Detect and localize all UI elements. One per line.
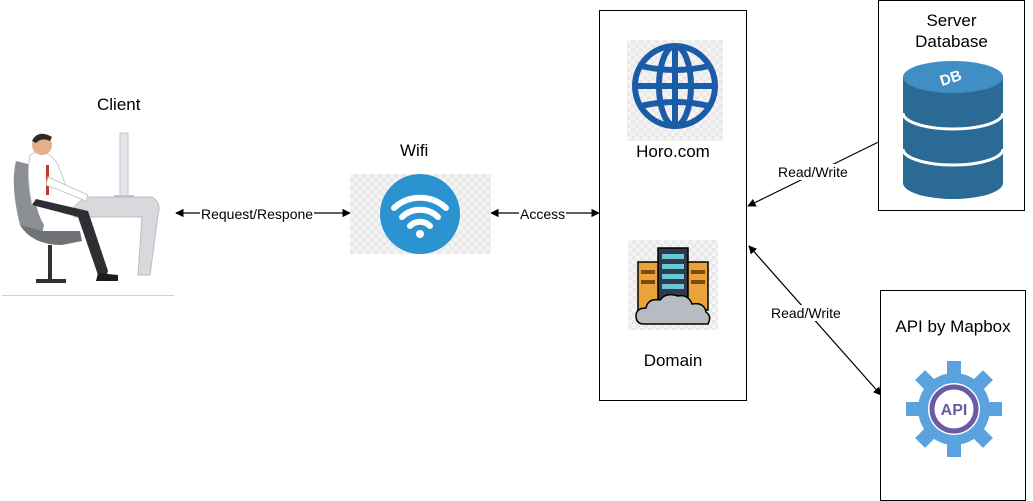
wifi-icon-tile: [350, 174, 491, 254]
domain-label: Domain: [643, 351, 703, 370]
server-rack-icon-tile: [628, 240, 718, 330]
database-icon: DB: [901, 61, 1005, 199]
edge-label-access: Access: [519, 206, 567, 222]
wifi-icon: [380, 174, 460, 254]
globe-icon-tile: [627, 40, 723, 141]
edge-label-request-response: Request/Respone: [200, 206, 315, 222]
client-illustration: [2, 125, 174, 303]
database-box: Server Database DB: [878, 0, 1025, 211]
site-label: Horo.com: [636, 142, 710, 161]
wifi-label: Wifi: [400, 141, 429, 160]
globe-icon: [632, 43, 718, 129]
database-icon-text: DB: [938, 67, 964, 90]
client-label: Client: [97, 95, 141, 114]
database-title-line2: Database: [915, 32, 988, 51]
api-box: API by Mapbox API: [880, 290, 1026, 501]
api-icon-text: API: [941, 402, 968, 419]
api-title: API by Mapbox: [895, 317, 1011, 336]
server-box: Horo.com Domain: [599, 10, 747, 401]
edge-label-read-write-db: Read/Write: [777, 164, 849, 180]
database-title-line1: Server: [926, 11, 977, 30]
server-rack-icon: [635, 247, 711, 325]
api-gear-icon: API: [906, 361, 1002, 457]
edge-label-read-write-api: Read/Write: [770, 305, 842, 321]
